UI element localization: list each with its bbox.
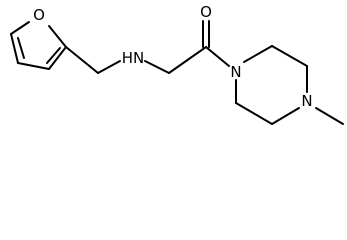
bond-furan-ch2 <box>65 46 99 74</box>
bond-pip-n1-c2 <box>243 45 273 63</box>
molecule-structure: O HN O N N <box>10 3 344 125</box>
bond-furan-c4-c5-inner <box>17 37 25 59</box>
piperazine-n1-label: N <box>230 63 241 81</box>
piperazine-n4-label: N <box>301 92 312 110</box>
bond-furan-c2-c3-inner <box>46 47 61 64</box>
bond-pip-n4-c5 <box>271 107 300 125</box>
bond-furan-c2-c3 <box>48 46 67 70</box>
bond-n4-methyl <box>315 107 344 125</box>
furan-oxygen-label: O <box>33 6 45 24</box>
furan-ring <box>10 21 67 70</box>
bond-furan-c4-c5 <box>10 33 19 64</box>
bond-ch2-carbonyl <box>168 46 207 74</box>
piperazine-ring <box>235 45 308 125</box>
bond-ch2-nh <box>97 60 121 74</box>
bond-furan-o-c2 <box>48 25 67 48</box>
carbonyl-oxygen-label: O <box>200 3 212 21</box>
bond-carbonyl-n1 <box>205 46 230 67</box>
bond-nh-ch2 <box>144 60 170 74</box>
amine-nh-label: HN <box>122 49 145 67</box>
bond-furan-c5-o <box>10 21 30 35</box>
bond-furan-c3-c4-outer <box>17 62 50 70</box>
bond-pip-c5-c6 <box>235 102 273 125</box>
bond-pip-c2-c3 <box>271 45 308 67</box>
